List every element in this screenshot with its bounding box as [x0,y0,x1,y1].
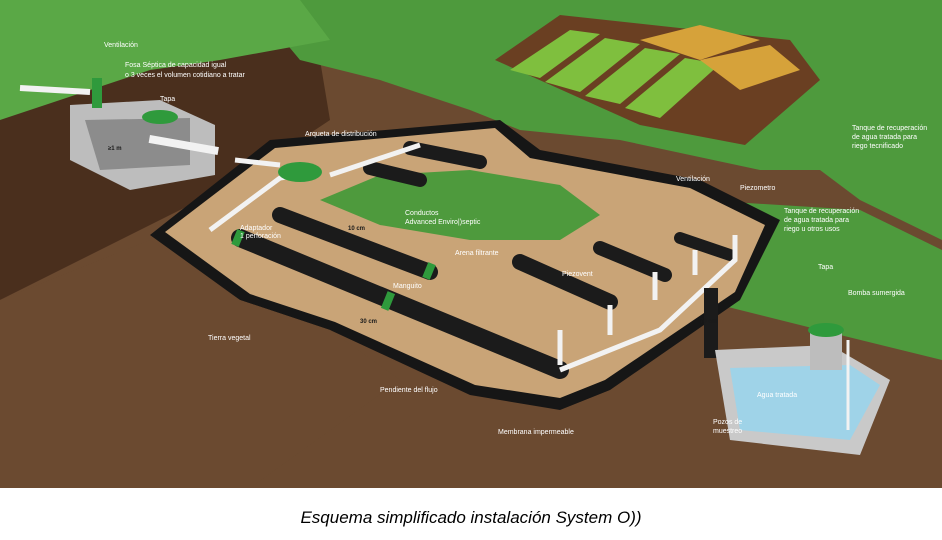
recovery-tank [715,323,890,455]
label-tanque-rec2-3: riego u otros usos [784,226,840,233]
crop-rows-gold [640,25,800,90]
label-piezometro: Piezometro [740,185,776,192]
label-depth-30cm: 30 cm [360,319,377,325]
label-tanque-rec1-3: riego tecnificado [852,143,903,150]
label-piezovent: Piezovent [562,271,593,278]
label-ventilacion-campo: Ventilación [676,176,710,183]
label-manguito: Manguito [393,283,422,290]
label-tanque-rec1-1: Tanque de recuperación [852,125,927,132]
label-ventilacion-fosa: Ventilación [104,42,138,49]
label-tierra: Tierra vegetal [208,335,251,342]
label-agua-tratada: Agua tratada [757,392,797,399]
label-pozos-1: Pozos de [713,419,742,426]
label-fosa-2: o 3 veces el volumen cotidiano a tratar [125,72,246,79]
distribution-pipes [208,142,738,373]
label-adaptador-2: 1 perforación [240,233,281,240]
filter-bed-sand [165,128,765,398]
label-adaptador-1: Adaptador [240,225,273,232]
lower-left-ground [0,240,400,488]
label-depth-70cm: 70 cm [700,319,717,325]
label-arena: Arena filtrante [455,250,499,257]
label-arqueta: Arqueta de distribución [305,131,377,138]
infiltration-pipes [231,141,736,379]
label-tapa-tanque: Tapa [818,264,833,271]
label-fosa-1: Fosa Séptica de capacidad igual [125,62,227,69]
label-tanque-rec2-1: Tanque de recuperación [784,208,859,215]
label-depth-1m: ≥1 m [108,146,122,152]
figure-caption: Esquema simplificado instalación System … [300,508,642,527]
septic-system-diagram: Ventilación Fosa Séptica de capacidad ig… [0,0,942,488]
grass-tongue [320,170,600,240]
label-conductos-2: Advanced Enviro|)septic [405,219,481,226]
pipe-bands [231,229,436,311]
label-depth-10cm: 10 cm [348,226,365,232]
crop-rows [510,30,720,118]
distribution-box [278,162,322,182]
label-tanque-rec1-2: de agua tratada para [852,134,917,141]
label-membrana: Membrana impermeable [498,429,574,436]
label-tanque-rec2-2: de agua tratada para [784,217,849,224]
label-tapa-fosa: Tapa [160,96,175,103]
septic-tank [19,78,219,190]
label-conductos-1: Conductos [405,210,439,217]
label-pendiente: Pendiente del flujo [380,387,438,394]
label-bomba: Bomba sumergida [848,290,905,297]
label-pozos-2: muestreo [713,428,742,435]
sampling-well [704,288,718,358]
